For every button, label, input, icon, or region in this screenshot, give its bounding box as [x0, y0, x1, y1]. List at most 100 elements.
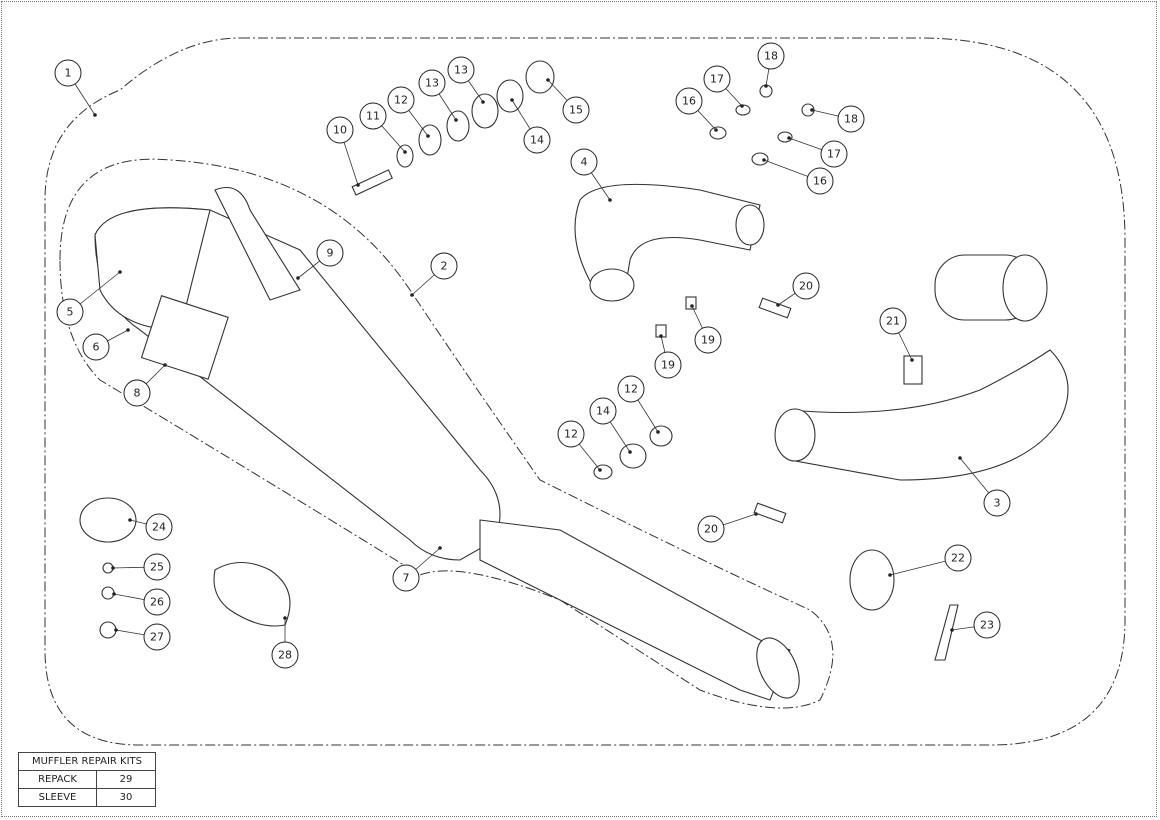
callout-number: 9 — [327, 247, 334, 260]
leader-dot — [776, 303, 780, 307]
leader-dot — [118, 270, 122, 274]
callout-number: 19 — [701, 334, 715, 347]
callout-number: 21 — [886, 315, 900, 328]
kit-boundary-outer — [44, 37, 1126, 746]
leader-dot — [410, 293, 414, 297]
part-callout-9: 9 — [316, 239, 344, 267]
leader-dot — [888, 573, 892, 577]
callout-number: 6 — [93, 341, 100, 354]
part-callout-12: 12 — [387, 86, 415, 114]
callout-number: 20 — [799, 280, 813, 293]
leader-dot — [112, 592, 116, 596]
callout-number: 7 — [403, 572, 410, 585]
callout-number: 13 — [454, 64, 468, 77]
muffler-bracket — [214, 186, 301, 301]
part-callout-18: 18 — [757, 42, 785, 70]
part-callout-16: 16 — [675, 87, 703, 115]
part-callout-2: 2 — [430, 252, 458, 280]
header-3-inlet — [774, 408, 816, 462]
callout-number: 15 — [569, 104, 583, 117]
callout-number: 3 — [994, 497, 1001, 510]
leader-dot — [628, 450, 632, 454]
callout-number: 16 — [813, 175, 827, 188]
callout-number: 27 — [150, 631, 164, 644]
part-callout-12: 12 — [557, 420, 585, 448]
leader-dot — [740, 104, 744, 108]
leader-dot — [126, 328, 130, 332]
leader-dot — [950, 628, 954, 632]
part-callout-10: 10 — [326, 116, 354, 144]
leader-dot — [296, 276, 300, 280]
callout-number: 2 — [441, 260, 448, 273]
callout-number: 26 — [150, 596, 164, 609]
part-callout-17: 17 — [820, 140, 848, 168]
leader-dot — [754, 512, 758, 516]
leader-dot — [114, 628, 118, 632]
part-callout-13: 13 — [418, 69, 446, 97]
part-callout-14: 14 — [523, 126, 551, 154]
leader-dot — [403, 150, 407, 154]
part-callout-6: 6 — [82, 333, 110, 361]
leader-dot — [111, 566, 115, 570]
leader-dot — [608, 198, 612, 202]
part-callout-12: 12 — [617, 375, 645, 403]
part-callout-28: 28 — [271, 641, 299, 669]
leader-dot — [659, 334, 663, 338]
part-callout-23: 23 — [973, 611, 1001, 639]
callout-number: 13 — [425, 77, 439, 90]
leader-dot — [93, 113, 97, 117]
part-callout-24: 24 — [145, 513, 173, 541]
leader-dot — [787, 136, 791, 140]
callout-number: 1 — [65, 67, 72, 80]
callout-number: 14 — [530, 134, 544, 147]
part-callout-3: 3 — [983, 489, 1011, 517]
part-callout-5: 5 — [56, 298, 84, 326]
part-callout-4: 4 — [570, 148, 598, 176]
callout-number: 12 — [394, 94, 408, 107]
kits-table-title: MUFFLER REPAIR KITS — [18, 752, 156, 771]
callout-number: 22 — [951, 552, 965, 565]
part-callout-13: 13 — [447, 56, 475, 84]
leader-dot — [454, 118, 458, 122]
part-callout-21: 21 — [879, 307, 907, 335]
leader-dot — [714, 128, 718, 132]
callout-number: 23 — [980, 619, 994, 632]
kit-part-number: 29 — [96, 770, 156, 789]
leader-dot — [656, 430, 660, 434]
leader-dot — [690, 304, 694, 308]
leader-dot — [510, 98, 514, 102]
leader-dot — [762, 158, 766, 162]
small-parts — [79, 60, 959, 661]
kit-label: SLEEVE — [18, 788, 97, 807]
leader-dot — [283, 616, 287, 620]
callout-number: 16 — [682, 95, 696, 108]
leader-dot — [764, 84, 768, 88]
logo-plate — [140, 295, 229, 380]
muffler-endcap — [94, 207, 211, 331]
callout-number: 10 — [333, 124, 347, 137]
leader-dot — [356, 183, 360, 187]
callout-number: 28 — [278, 649, 292, 662]
part-callout-7: 7 — [392, 564, 420, 592]
callout-number: 12 — [564, 428, 578, 441]
part-callout-18: 18 — [837, 105, 865, 133]
part-callout-19: 19 — [694, 326, 722, 354]
callout-number: 4 — [581, 156, 588, 169]
callout-number: 14 — [596, 405, 610, 418]
kit-boundary-muffler — [59, 158, 834, 709]
part-callout-20: 20 — [697, 515, 725, 543]
leader-dot — [128, 518, 132, 522]
part-callout-20: 20 — [792, 272, 820, 300]
link-pipe-outlet — [756, 637, 800, 699]
part-callout-17: 17 — [703, 65, 731, 93]
leader-dot — [163, 363, 167, 367]
leader-dot — [958, 456, 962, 460]
part-callout-15: 15 — [562, 96, 590, 124]
leader-dot — [481, 100, 485, 104]
part-callout-11: 11 — [359, 102, 387, 130]
kit-label: REPACK — [18, 770, 97, 789]
link-pipe — [479, 519, 791, 701]
